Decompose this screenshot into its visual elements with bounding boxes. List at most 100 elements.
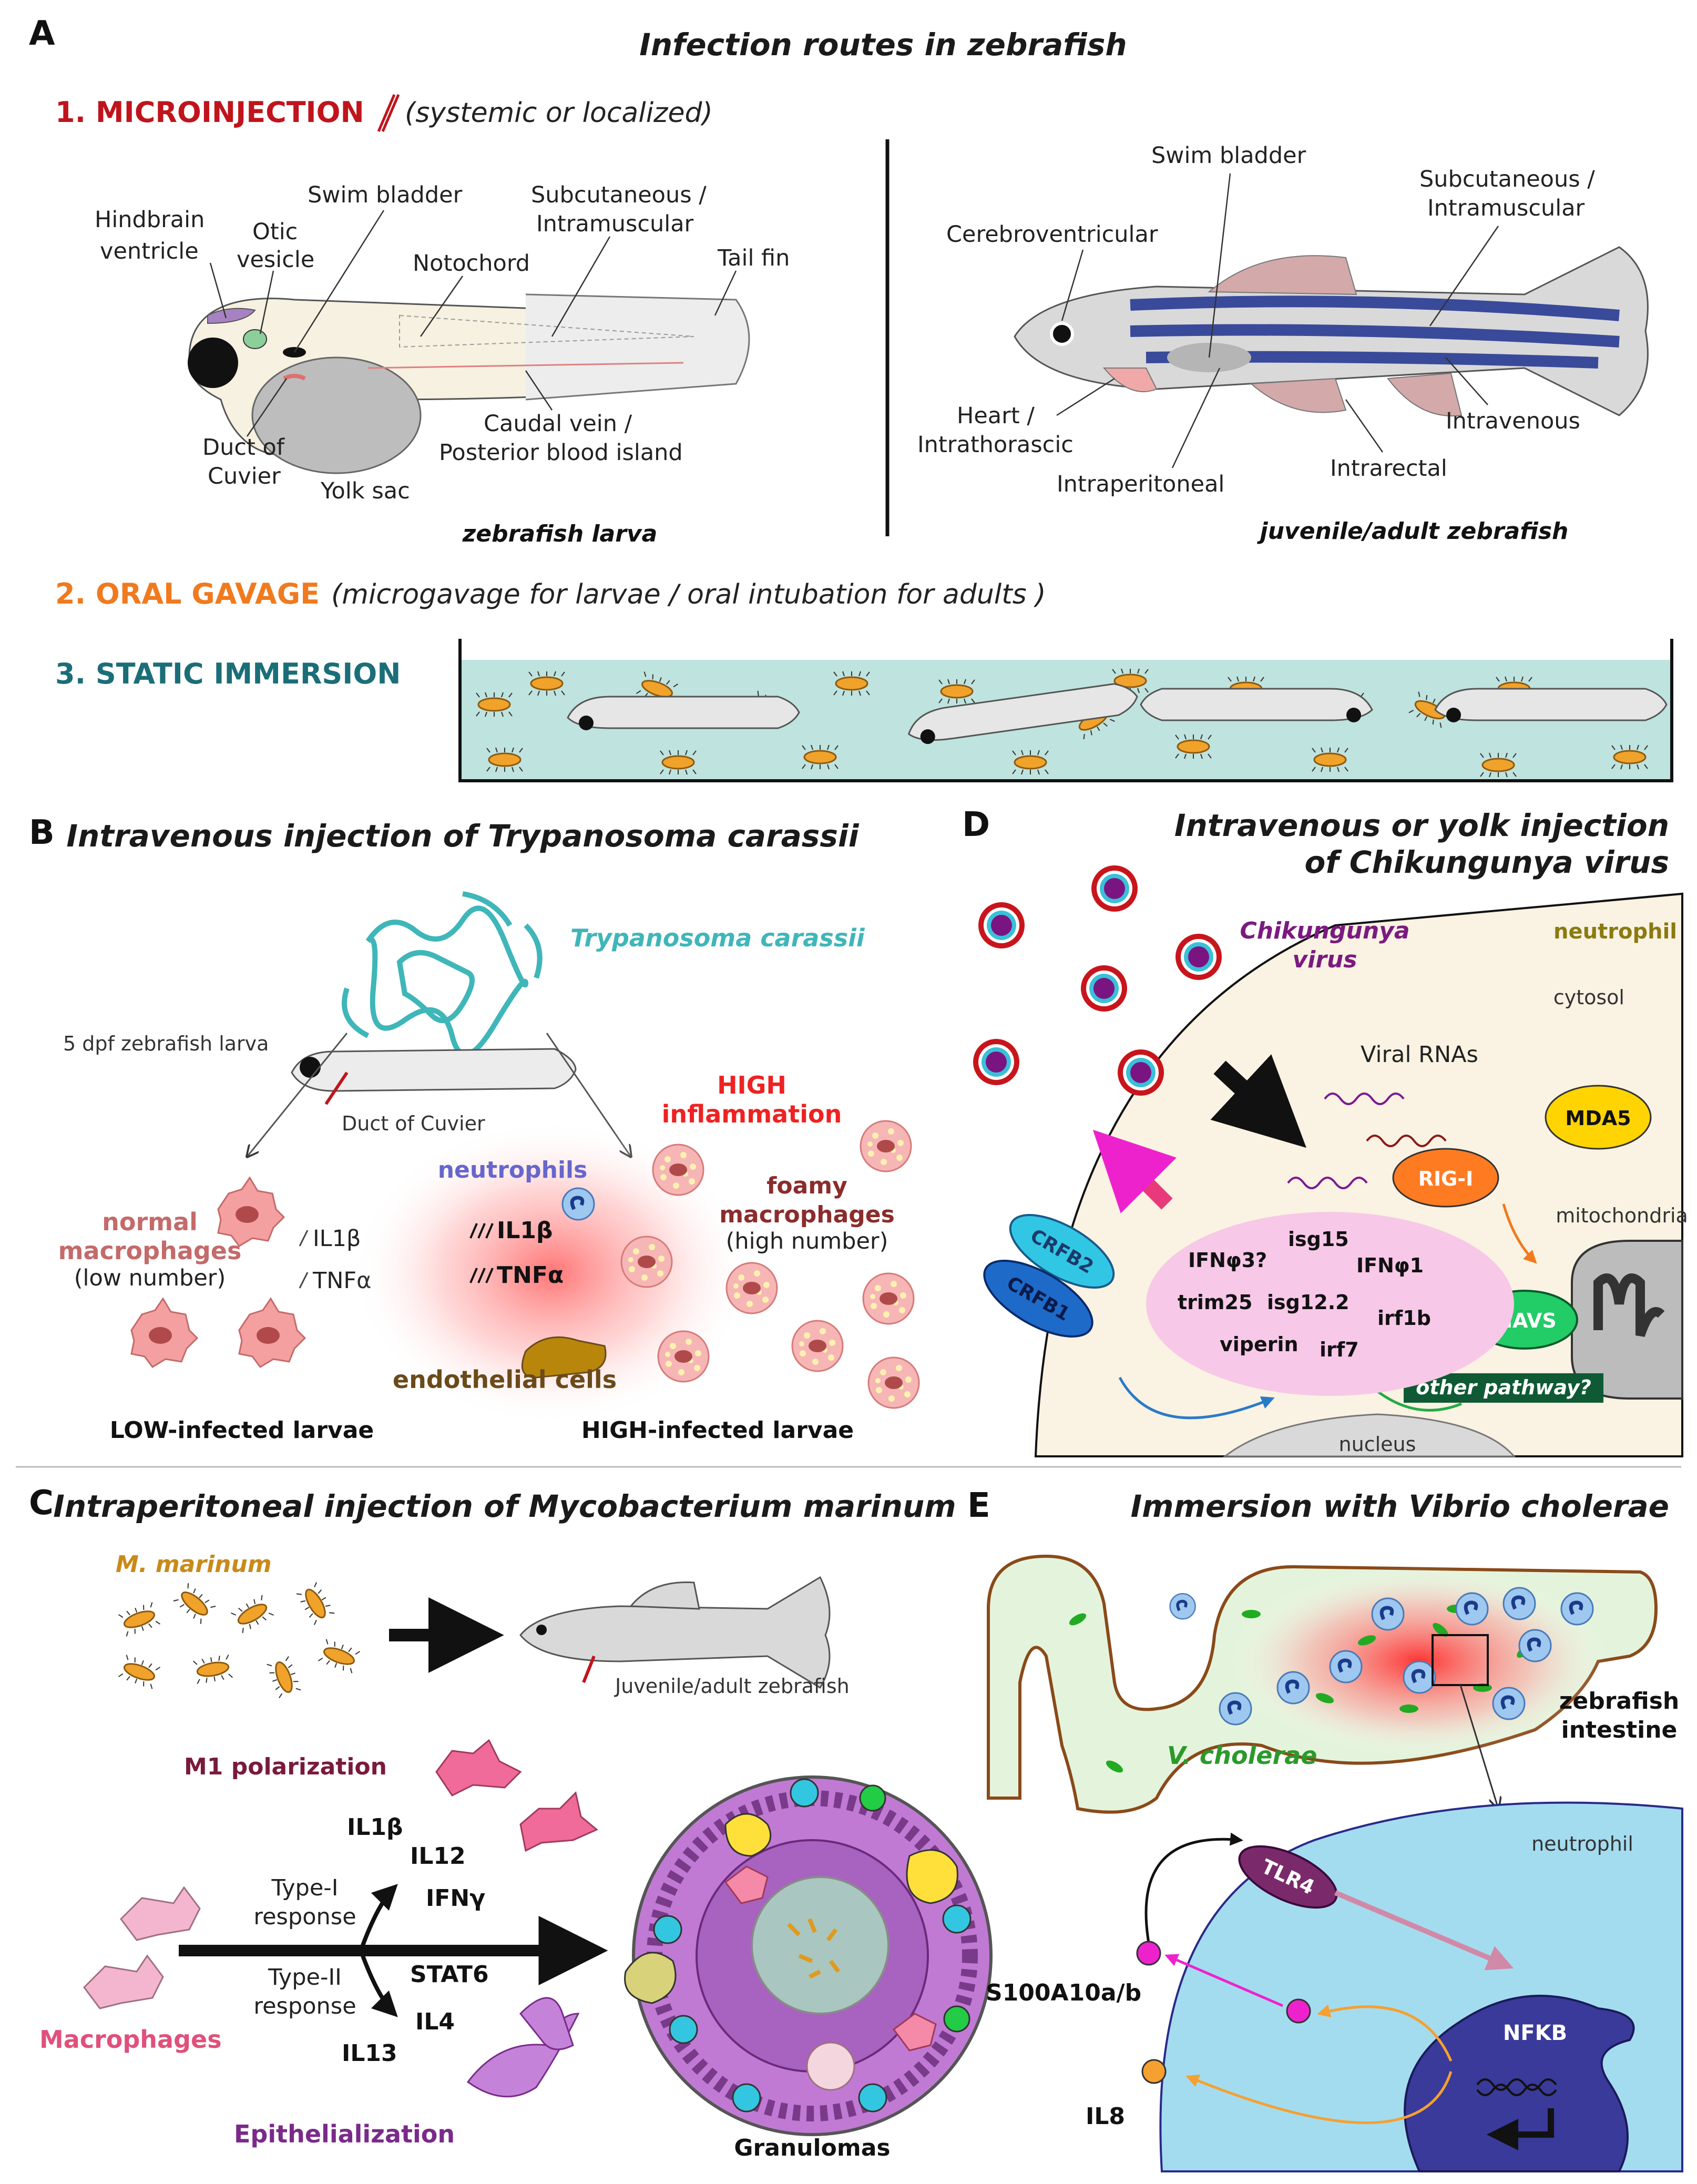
panel-b-title: Intravenous injection of Trypanosoma car…	[66, 818, 859, 854]
m-marinum-cluster	[117, 1581, 361, 1699]
panel-letter-c: C	[29, 1484, 54, 1523]
label-endothelial: endothelial cells	[393, 1365, 617, 1394]
panel-d-title-line2: of Chikungunya virus	[1304, 844, 1669, 880]
label-chikungunya: Chikungunya	[1240, 917, 1409, 944]
arrow-to-low	[247, 1033, 348, 1157]
foamy-macrophage	[652, 1144, 704, 1196]
foamy-macrophage	[791, 1320, 844, 1372]
crfb1-receptor	[983, 1260, 1093, 1338]
label-intravenous: Intravenous	[1446, 408, 1580, 434]
label-otic: Otic	[252, 219, 298, 245]
resting-macrophage	[83, 1954, 164, 2009]
label-subcutaneous-adult: Subcutaneous /	[1419, 166, 1595, 192]
label-foamy: foamy	[766, 1172, 847, 1199]
crfb2-receptor	[1009, 1214, 1115, 1289]
label-swim-bladder-larva: Swim bladder	[308, 182, 463, 208]
label-neutrophil-e: neutrophil	[1531, 1832, 1633, 1855]
needle-icon	[377, 94, 400, 132]
panel-letter-a: A	[29, 14, 55, 53]
epithelioid-cell	[466, 2013, 580, 2098]
zoom-box	[1432, 1634, 1489, 1686]
label-ventricle: ventricle	[100, 238, 199, 264]
label-cuvier: Cuvier	[208, 463, 281, 489]
foamy-macrophage	[620, 1236, 673, 1288]
label-cerebroventricular: Cerebroventricular	[946, 221, 1158, 248]
foamy-macrophage	[867, 1356, 920, 1409]
label-notochord: Notochord	[413, 250, 530, 277]
viral-rna	[1324, 1093, 1405, 1105]
label-macrophages-normal: macrophages	[58, 1237, 242, 1265]
gene-viperin: viperin	[1220, 1333, 1299, 1356]
label-vcholerae: V. cholerae	[1167, 1741, 1317, 1770]
chikv-virion	[1118, 1049, 1164, 1096]
inflammation-glow	[352, 1120, 752, 1425]
viral-rna	[1287, 1177, 1368, 1189]
label-mda5: MDA5	[1565, 1107, 1631, 1130]
label-macrophages-c: Macrophages	[39, 2025, 222, 2054]
label-granulomas: Granulomas	[734, 2135, 890, 2161]
normal-macrophage	[238, 1298, 306, 1368]
label-il12: IL12	[410, 1843, 466, 1870]
s100-release-arrow	[1164, 1954, 1283, 2007]
label-caudal-vein: Caudal vein /	[484, 411, 632, 437]
normal-macrophage	[217, 1177, 285, 1247]
label-il1b-c: IL1β	[347, 1814, 403, 1841]
caption-zebrafish-larva: zebrafish larva	[462, 521, 658, 547]
label-5dpf-larva: 5 dpf zebrafish larva	[63, 1032, 269, 1055]
low-signal-marks	[299, 1230, 309, 1289]
nfkb-to-s100-arrow	[1317, 2004, 1453, 2061]
nucleus-e	[1404, 1995, 1635, 2172]
neutrophil-cell	[563, 1188, 594, 1220]
nfkb-to-il8-arrow	[1185, 2071, 1453, 2125]
endothelial-cell	[521, 1336, 607, 1379]
label-viral-rnas: Viral RNAs	[1361, 1042, 1478, 1068]
gene-isg15: isg15	[1288, 1228, 1349, 1251]
panel-e-title: Immersion with Vibrio cholerae	[1131, 1488, 1669, 1524]
larva-leader-lines	[209, 210, 737, 437]
label-high-number: (high number)	[726, 1228, 888, 1254]
label-mitochondria: mitochondria	[1556, 1204, 1688, 1227]
label-zebrafish-e: zebrafish	[1559, 1688, 1679, 1714]
label-yolk-sac: Yolk sac	[320, 478, 410, 504]
label-type1-b: response	[253, 1904, 356, 1930]
caption-adult-zebrafish: juvenile/adult zebrafish	[1257, 518, 1569, 545]
transcription-arrow	[1487, 2108, 1554, 2150]
il8-molecule	[1141, 2059, 1167, 2084]
tlr4-receptor	[1238, 1845, 1338, 1909]
label-virus: virus	[1293, 946, 1357, 973]
label-stat6: STAT6	[410, 1961, 489, 1988]
panel-letter-d: D	[962, 805, 990, 844]
panel-letter-e: E	[967, 1486, 990, 1525]
label-hindbrain: Hindbrain	[95, 207, 205, 233]
label-juvenile-adult-c: Juvenile/adult zebrafish	[614, 1675, 850, 1698]
foamy-macrophage	[657, 1330, 710, 1383]
rigi-to-mavs-arrow	[1502, 1203, 1537, 1264]
adult-fish-drawing	[1014, 246, 1649, 417]
chikv-virion	[978, 902, 1025, 948]
tlr4-to-nfkb-arrow	[1334, 1890, 1514, 1971]
high-signal-marks	[469, 1223, 494, 1283]
larva-drawing	[188, 293, 750, 474]
route-microinjection-note: (systemic or localized)	[405, 97, 713, 129]
granuloma	[624, 1775, 993, 2136]
label-vesicle: vesicle	[237, 247, 314, 273]
label-type1-a: Type-I	[271, 1875, 339, 1901]
label-il8: IL8	[1086, 2103, 1125, 2130]
chikv-virion	[1091, 865, 1138, 912]
label-neutrophil-d: neutrophil	[1553, 920, 1677, 944]
foamy-macrophage	[862, 1272, 915, 1325]
label-type2-a: Type-II	[268, 1964, 342, 1991]
label-nucleus: nucleus	[1339, 1433, 1416, 1456]
label-high-infected: HIGH-infected larvae	[581, 1417, 854, 1444]
ifn-secretion-arrow	[1092, 1129, 1177, 1213]
label-intrathorascic: Intrathorascic	[917, 432, 1074, 458]
panel-a-title: Infection routes in zebrafish	[639, 27, 1127, 63]
adult-leader-lines	[1056, 173, 1499, 468]
label-m-marinum: M. marinum	[116, 1551, 272, 1578]
label-nfkb: NFKB	[1503, 2021, 1567, 2045]
m1-macrophage	[519, 1791, 598, 1852]
label-il1b-high: IL1β	[497, 1217, 553, 1244]
epithelioid-cell	[519, 1997, 574, 2050]
resting-macrophage	[120, 1886, 201, 1941]
chikv-virion	[973, 1039, 1019, 1085]
